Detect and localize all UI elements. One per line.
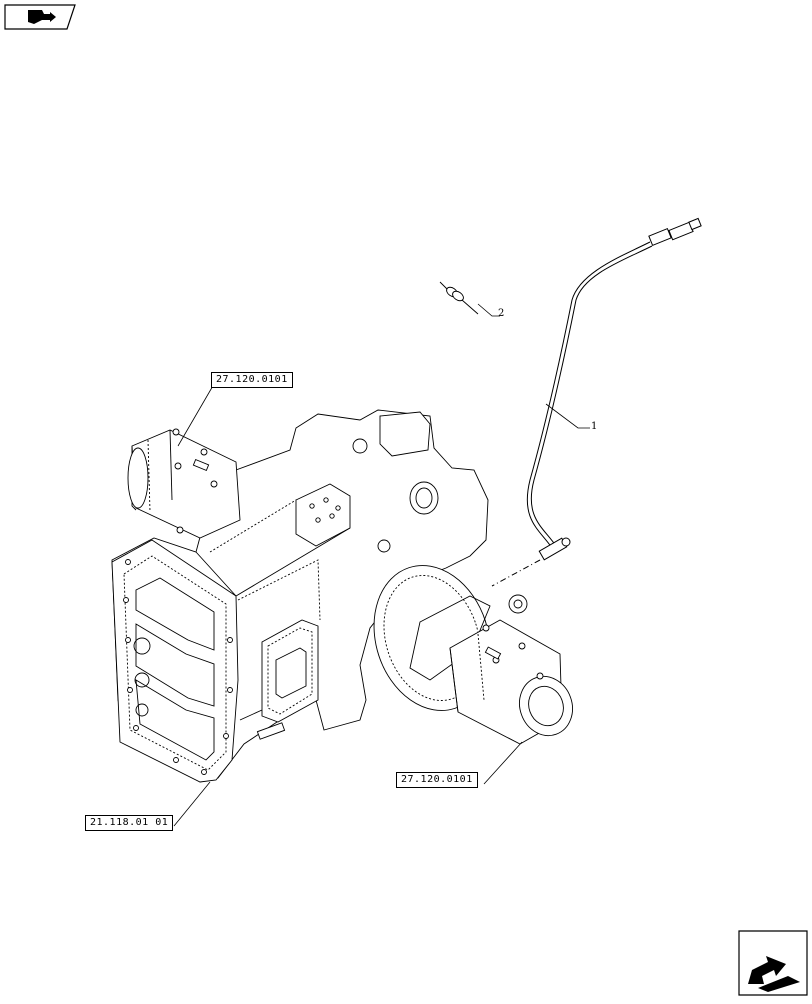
right-axle-housing bbox=[449, 619, 573, 745]
sensor-harness-item-1 bbox=[491, 217, 702, 587]
callout-item-2: 2 bbox=[498, 308, 505, 319]
back-page-icon bbox=[4, 4, 76, 30]
callout-item-1: 1 bbox=[591, 421, 598, 432]
left-axle-housing bbox=[127, 428, 241, 539]
next-page-icon bbox=[738, 930, 808, 996]
next-page-button[interactable] bbox=[738, 930, 808, 996]
previous-page-button[interactable] bbox=[4, 4, 76, 30]
clip-item-2 bbox=[439, 281, 479, 315]
reference-box-lower-right[interactable]: 27.120.0101 bbox=[396, 772, 478, 788]
reference-box-upper-left[interactable]: 27.120.0101 bbox=[211, 372, 293, 388]
leader-lines bbox=[173, 303, 590, 827]
transmission-housing bbox=[111, 409, 489, 783]
reference-box-lower-left[interactable]: 21.118.01 01 bbox=[85, 815, 174, 831]
